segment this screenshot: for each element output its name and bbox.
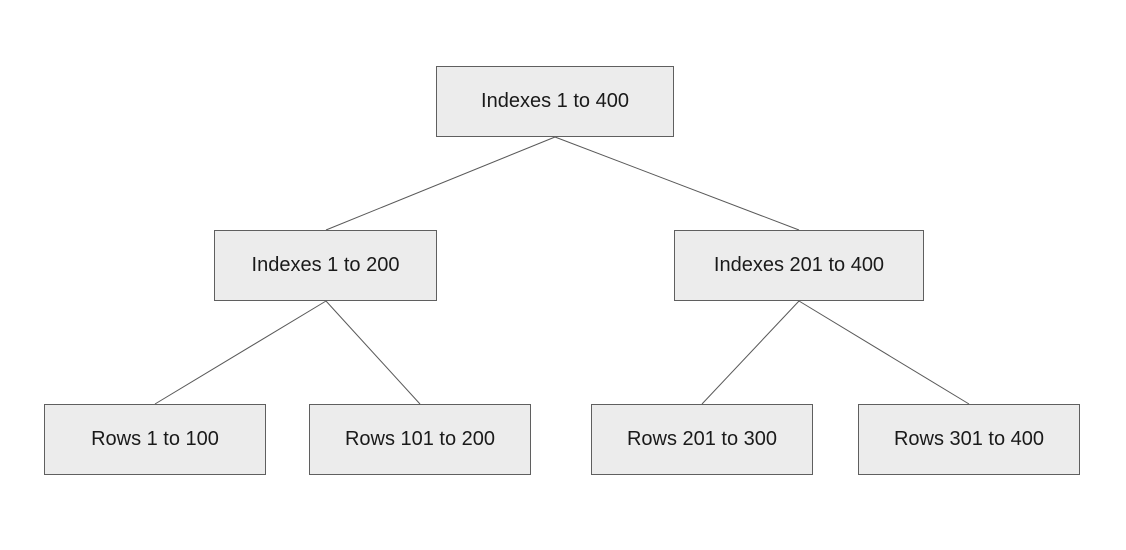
edge-right-to-leaf3 (701, 300, 800, 405)
edge-right-to-leaf4 (798, 300, 970, 405)
node-index-left-label: Indexes 1 to 200 (251, 254, 400, 276)
node-leaf-2-label: Rows 101 to 200 (344, 428, 496, 450)
node-index-right-label: Indexes 201 to 400 (713, 254, 885, 276)
node-index-left: Indexes 1 to 200 (214, 230, 437, 301)
node-leaf-4-label: Rows 301 to 400 (893, 428, 1045, 450)
node-leaf-3-label: Rows 201 to 300 (626, 428, 778, 450)
edge-left-to-leaf2 (325, 300, 421, 405)
node-leaf-2: Rows 101 to 200 (309, 404, 531, 475)
node-index-right: Indexes 201 to 400 (674, 230, 924, 301)
node-leaf-1: Rows 1 to 100 (44, 404, 266, 475)
node-root-label: Indexes 1 to 400 (481, 90, 629, 112)
edge-root-to-right (554, 136, 800, 231)
node-root: Indexes 1 to 400 (436, 66, 674, 137)
node-leaf-4: Rows 301 to 400 (858, 404, 1080, 475)
edge-left-to-leaf1 (154, 300, 327, 405)
edge-root-to-left (325, 136, 556, 231)
node-leaf-1-label: Rows 1 to 100 (91, 428, 219, 450)
node-leaf-3: Rows 201 to 300 (591, 404, 813, 475)
